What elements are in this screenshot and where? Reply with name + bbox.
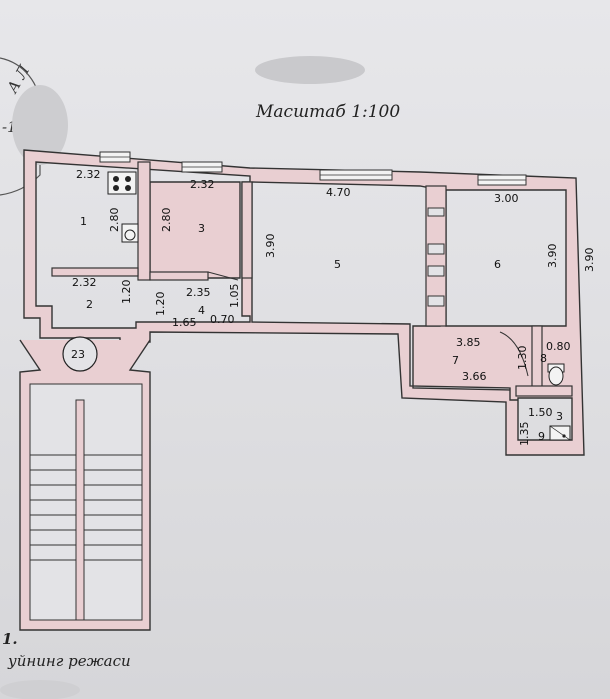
- partition-wall: [241, 181, 253, 279]
- dimension-label: 1.35: [518, 422, 531, 447]
- room-number: 2: [86, 298, 93, 311]
- dimension-label: 0.80: [546, 340, 571, 353]
- door-leaf: [207, 271, 239, 281]
- room-number: 1: [80, 215, 87, 228]
- scale-title: Масштаб 1:100: [256, 102, 401, 122]
- room-number: 3: [198, 222, 205, 235]
- dimension-label: 2.80: [108, 208, 121, 233]
- dimension-label: 3.66: [462, 370, 487, 383]
- dimension-label: 1.65: [172, 316, 197, 329]
- dimension-label: 1.50: [528, 406, 553, 419]
- room-number: 7: [452, 354, 459, 367]
- footer-fragment: уйнинг режаси: [8, 652, 131, 670]
- dimension-label: 3.90: [583, 248, 596, 273]
- room-number: 9: [538, 430, 545, 443]
- room-number: 6: [494, 258, 501, 271]
- room-number: 5: [334, 258, 341, 271]
- partition-wall: [425, 185, 447, 327]
- window-lines: [100, 156, 526, 181]
- dimension-label: 3.00: [494, 192, 519, 205]
- dimension-label: 3.85: [456, 336, 481, 349]
- dimension-label: 2.32: [72, 276, 97, 289]
- dimension-label: 1.30: [516, 346, 529, 371]
- dimension-label: 2.80: [160, 208, 173, 233]
- door-swing: [499, 331, 529, 377]
- dimension-label: 2.35: [186, 286, 211, 299]
- dimension-label: 3: [556, 410, 563, 423]
- toilet-icon: [547, 363, 565, 386]
- partition-wall: [515, 385, 573, 397]
- dimension-label: 3.90: [264, 234, 277, 259]
- room-number: 8: [540, 352, 547, 365]
- dimension-label: 2.32: [190, 178, 215, 191]
- dimension-label: 4.70: [326, 186, 351, 199]
- stair-divider: [75, 399, 85, 621]
- dimension-label: 0.70: [210, 313, 235, 326]
- dimension-label: 2.32: [76, 168, 101, 181]
- dimension-label: 3.90: [546, 244, 559, 269]
- partition-wall: [51, 267, 139, 277]
- entrance-marker: [62, 336, 98, 372]
- stair-icon: [30, 454, 142, 561]
- room-number: 4: [198, 304, 205, 317]
- footer-marker: 1.: [2, 630, 18, 648]
- dimension-label: 1.20: [154, 292, 167, 317]
- sink-icon: [121, 223, 139, 243]
- door-openings: [427, 207, 445, 307]
- partition-wall: [149, 271, 209, 281]
- shower-tray-icon: [549, 425, 571, 441]
- dimension-label: 1.05: [228, 284, 241, 309]
- stove-icon: [107, 171, 137, 195]
- partition-wall: [137, 161, 151, 281]
- redaction-blur: [12, 85, 68, 165]
- stairwell-interior: [29, 383, 143, 621]
- redaction-blur: [0, 680, 80, 699]
- room-number: 23: [71, 348, 85, 361]
- dimension-label: 1.20: [120, 280, 133, 305]
- redaction-blur: [255, 56, 365, 84]
